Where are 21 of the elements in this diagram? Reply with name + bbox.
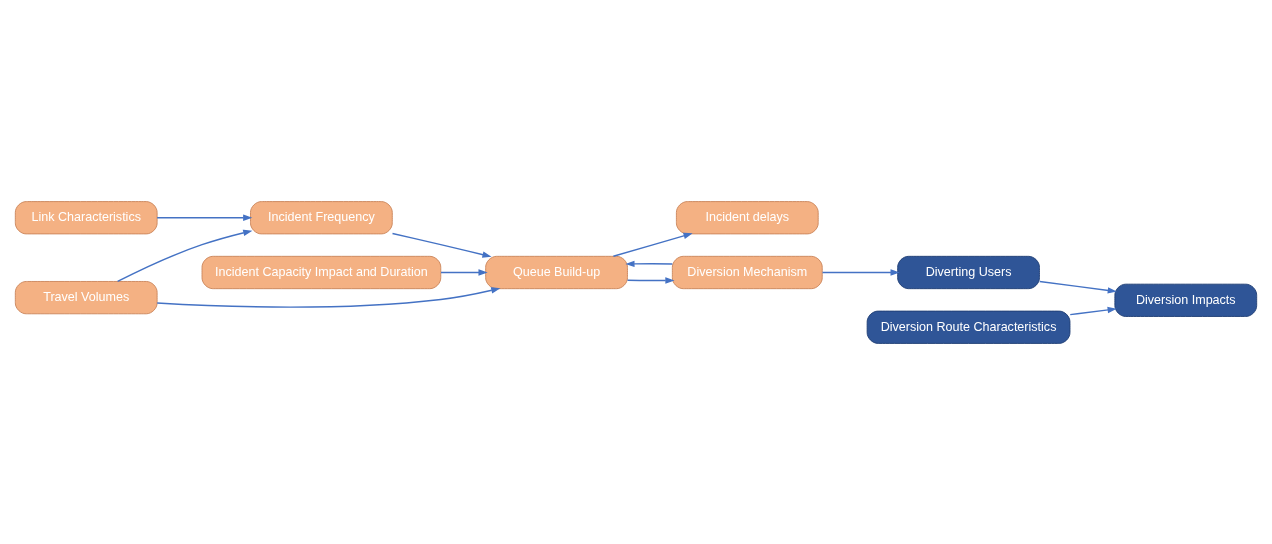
node-box: Queue Build-up — [485, 255, 628, 289]
node-box: Diversion Impacts — [1114, 283, 1258, 317]
arrow — [116, 229, 253, 282]
node-box: Link Characteristics — [14, 200, 158, 234]
arrow — [440, 268, 488, 276]
node-box: Diverting Users — [897, 255, 1040, 289]
arrow — [156, 214, 253, 221]
arrow — [821, 268, 900, 276]
node-box: Travel Volumes — [14, 280, 158, 314]
node-box: Incident Capacity Impact and Duration — [201, 255, 442, 289]
node-box: Incident delays — [675, 200, 819, 234]
arrow — [612, 232, 693, 257]
arrow — [391, 232, 492, 258]
arrow — [626, 276, 675, 284]
node-box: Diversion Route Characteristics — [866, 310, 1071, 344]
arrow — [1069, 306, 1117, 315]
arrow — [156, 286, 501, 308]
node-box: Diversion Mechanism — [671, 255, 823, 289]
arrow — [625, 260, 674, 267]
node-box: Incident Frequency — [250, 200, 393, 234]
arrow — [1038, 280, 1117, 294]
